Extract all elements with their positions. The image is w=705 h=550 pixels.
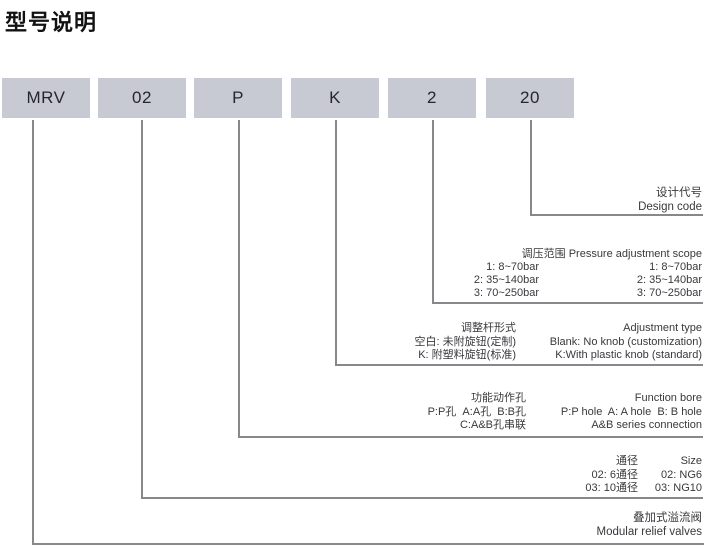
connector-hline-function-bore — [238, 436, 703, 438]
function-bore-row: 功能动作孔 Function bore — [428, 392, 702, 406]
pressure-row-cn: 2: 35~140bar — [473, 274, 539, 286]
size-row-en: Size — [680, 455, 702, 467]
section-product-name: 叠加式溢流阀 Modular relief valves — [597, 511, 702, 539]
model-box-design-code: 20 — [486, 78, 574, 118]
section-size: 通径 Size 02: 6通径 02: NG6 03: 10通径 03: NG10 — [585, 455, 702, 496]
function-bore-row: C:A&B孔串联 A&B series connection — [428, 419, 702, 433]
model-box-function-bore: P — [194, 78, 282, 118]
adjustment-row: 调整杆形式 Adjustment type — [415, 322, 702, 336]
pressure-row: 2: 35~140bar 2: 35~140bar — [474, 274, 702, 287]
model-box-size: 02 — [98, 78, 186, 118]
size-row: 03: 10通径 03: NG10 — [585, 482, 702, 496]
connector-vline-pressure-range — [432, 120, 434, 302]
adjustment-row-en: K:With plastic knob (standard) — [555, 349, 702, 361]
connector-hline-design-code — [530, 214, 703, 216]
function-bore-row-en: A&B series connection — [591, 419, 702, 431]
size-row-cn: 02: 6通径 — [591, 468, 638, 481]
function-bore-row-cn: 功能动作孔 — [471, 392, 526, 404]
pressure-row-en: 3: 70~250bar — [636, 287, 702, 299]
section-design-code: 设计代号 Design code — [638, 187, 702, 214]
pressure-row-cn: 1: 8~70bar — [486, 261, 539, 273]
pressure-row: 1: 8~70bar 1: 8~70bar — [474, 261, 702, 274]
adjustment-row-en: Adjustment type — [623, 322, 702, 334]
page-title: 型号说明 — [5, 10, 98, 35]
size-row-en: 02: NG6 — [661, 468, 702, 481]
size-row-cn: 通径 — [616, 455, 638, 467]
function-bore-row-en: P:P hole A: A hole B: B hole — [560, 405, 702, 418]
function-bore-row-cn: P:P孔 A:A孔 B:B孔 — [427, 405, 526, 418]
product-name-en: Modular relief valves — [596, 526, 702, 538]
section-function-bore: 功能动作孔 Function bore P:P孔 A:A孔 B:B孔 P:P hol… — [428, 392, 702, 433]
connector-hline-adjustment-type — [335, 364, 703, 366]
adjustment-row-cn: 空白: 未附旋钮(定制) — [414, 335, 516, 348]
connector-hline-size — [141, 497, 703, 499]
pressure-row: 3: 70~250bar 3: 70~250bar — [474, 287, 702, 300]
connector-vline-design-code — [530, 120, 532, 215]
connector-vline-adjustment-type — [335, 120, 337, 365]
connector-hline-pressure-range — [432, 302, 703, 304]
adjustment-row-cn: 调整杆形式 — [461, 322, 516, 334]
size-row: 通径 Size — [585, 455, 702, 469]
model-box-adjustment-type: K — [291, 78, 379, 118]
adjustment-row-cn: K: 附塑料旋钮(标准) — [418, 349, 516, 361]
function-bore-row-cn: C:A&B孔串联 — [459, 419, 526, 431]
adjustment-row: K: 附塑料旋钮(标准) K:With plastic knob (standar… — [415, 349, 702, 363]
pressure-row-cn: 3: 70~250bar — [473, 287, 539, 299]
pressure-header: 调压范围 Pressure adjustment scope — [521, 248, 702, 260]
connector-vline-size — [141, 120, 143, 497]
section-pressure-adjustment-scope: 调压范围 Pressure adjustment scope 1: 8~70ba… — [474, 248, 702, 300]
design-code-label-en: Design code — [638, 200, 702, 213]
size-row-cn: 03: 10通径 — [585, 482, 638, 494]
connector-vline-series — [32, 120, 34, 544]
connector-vline-function-bore — [238, 120, 240, 436]
section-adjustment-type: 调整杆形式 Adjustment type 空白: 未附旋钮(定制) Blank: … — [415, 322, 702, 363]
pressure-row-en: 2: 35~140bar — [636, 274, 702, 286]
size-row: 02: 6通径 02: NG6 — [585, 469, 702, 483]
product-name-cn: 叠加式溢流阀 — [633, 512, 702, 524]
adjustment-row: 空白: 未附旋钮(定制) Blank: No knob (customizatio… — [415, 336, 702, 350]
model-box-pressure-range: 2 — [388, 78, 476, 118]
function-bore-row: P:P孔 A:A孔 B:B孔 P:P hole A: A hole B: B ho… — [428, 406, 702, 420]
design-code-label-cn: 设计代号 — [656, 187, 702, 199]
size-row-en: 03: NG10 — [654, 482, 702, 494]
model-box-series: MRV — [2, 78, 90, 118]
adjustment-row-en: Blank: No knob (customization) — [549, 335, 702, 348]
pressure-row-en: 1: 8~70bar — [649, 261, 702, 273]
function-bore-row-en: Function bore — [634, 392, 702, 404]
connector-hline-product — [32, 543, 704, 545]
